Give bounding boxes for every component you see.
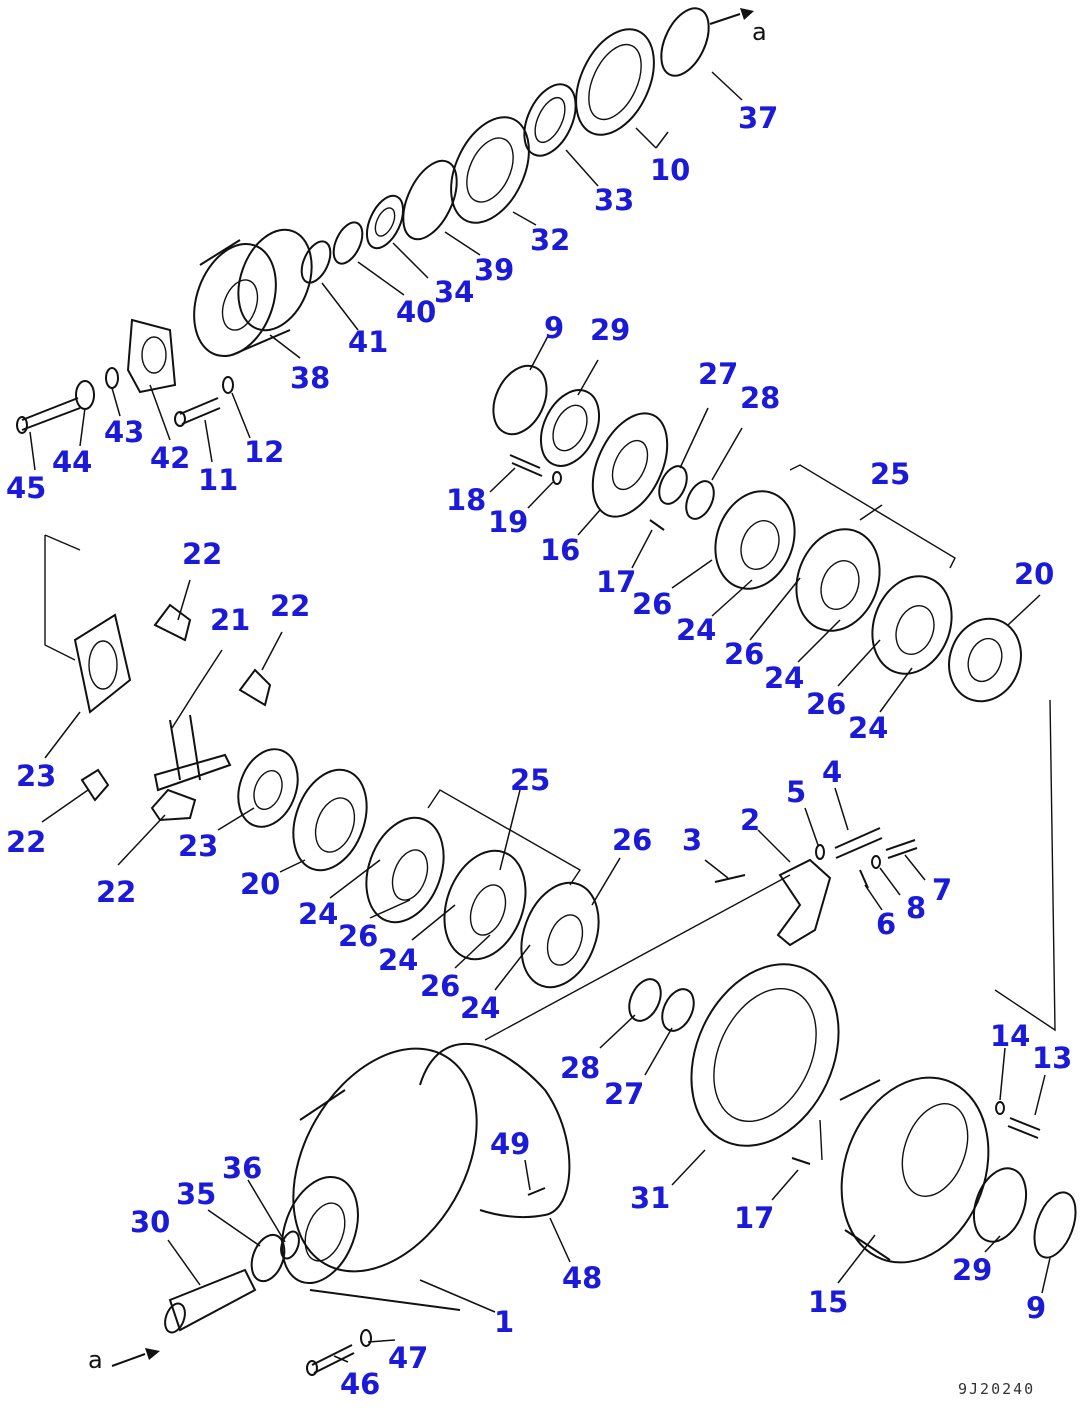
callout-43: 43 — [104, 415, 144, 449]
callout-26-f: 26 — [612, 823, 652, 857]
callout-8: 8 — [906, 891, 926, 925]
callout-44: 44 — [52, 445, 92, 479]
callout-24-a: 24 — [676, 613, 716, 647]
callout-29-lower: 29 — [952, 1253, 992, 1287]
callout-41: 41 — [348, 325, 388, 359]
callout-28-upper: 28 — [740, 381, 780, 415]
callout-33: 33 — [594, 183, 634, 217]
leader-lines — [29, 71, 1051, 1363]
callout-39: 39 — [474, 253, 514, 287]
callout-36: 36 — [222, 1151, 262, 1185]
reference-arrows — [111, 8, 754, 1367]
callout-24-c: 24 — [848, 711, 888, 745]
callout-26-d: 26 — [338, 919, 378, 953]
callout-6: 6 — [876, 907, 896, 941]
callout-20-lower: 20 — [240, 867, 280, 901]
arrow-label-bottom: a — [88, 1346, 103, 1374]
callout-28-lower: 28 — [560, 1051, 600, 1085]
callout-31: 31 — [630, 1181, 670, 1215]
arrow-head-top — [740, 8, 754, 20]
callout-46: 46 — [340, 1367, 380, 1401]
callout-27-upper: 27 — [698, 357, 738, 391]
callout-25-lower: 25 — [510, 763, 550, 797]
callout-26-c: 26 — [806, 687, 846, 721]
callout-32: 32 — [530, 223, 570, 257]
callout-40: 40 — [396, 295, 436, 329]
callout-14: 14 — [990, 1019, 1030, 1053]
callout-labels: 37 10 33 32 39 34 40 41 38 42 43 44 45 1… — [6, 18, 1072, 1401]
callout-42: 42 — [150, 441, 190, 475]
callout-26-b: 26 — [724, 637, 764, 671]
arrow-label-top: a — [752, 18, 767, 46]
callout-9-lower: 9 — [1026, 1291, 1046, 1325]
callout-34: 34 — [434, 275, 474, 309]
callout-38: 38 — [290, 361, 330, 395]
callout-37: 37 — [738, 101, 778, 135]
callout-24-e: 24 — [378, 943, 418, 977]
callout-23-center: 23 — [178, 829, 218, 863]
callout-21: 21 — [210, 603, 250, 637]
callout-2: 2 — [740, 803, 760, 837]
callout-16: 16 — [540, 533, 580, 567]
callout-26-e: 26 — [420, 969, 460, 1003]
callout-4: 4 — [822, 755, 842, 789]
callout-29-upper: 29 — [590, 313, 630, 347]
callout-35: 35 — [176, 1177, 216, 1211]
callout-1: 1 — [494, 1305, 514, 1339]
callout-9-upper: 9 — [544, 311, 564, 345]
arrow-head-bottom — [145, 1348, 160, 1360]
part-drawings — [16, 7, 1077, 1376]
callout-20-upper: 20 — [1014, 557, 1054, 591]
callout-26-a: 26 — [632, 587, 672, 621]
callout-18: 18 — [446, 483, 486, 517]
callout-10: 10 — [650, 153, 690, 187]
callout-48: 48 — [562, 1261, 602, 1295]
callout-24-f: 24 — [460, 991, 500, 1025]
callout-15: 15 — [808, 1285, 848, 1319]
callout-25-upper: 25 — [870, 457, 910, 491]
callout-30: 30 — [130, 1205, 170, 1239]
callout-17-upper: 17 — [596, 565, 636, 599]
callout-19: 19 — [488, 505, 528, 539]
callout-27-lower: 27 — [604, 1077, 644, 1111]
callout-22-d: 22 — [96, 875, 136, 909]
drawing-code: 9J20240 — [958, 1380, 1035, 1398]
callout-24-d: 24 — [298, 897, 338, 931]
callout-22-c: 22 — [6, 825, 46, 859]
callout-11: 11 — [198, 463, 238, 497]
callout-5: 5 — [786, 775, 806, 809]
callout-23-left: 23 — [16, 759, 56, 793]
callout-24-b: 24 — [764, 661, 804, 695]
callout-3: 3 — [682, 823, 702, 857]
callout-49: 49 — [490, 1127, 530, 1161]
callout-22-b: 22 — [270, 589, 310, 623]
callout-13: 13 — [1032, 1041, 1072, 1075]
callout-7: 7 — [932, 873, 952, 907]
callout-45: 45 — [6, 471, 46, 505]
callout-12: 12 — [244, 435, 284, 469]
callout-17-lower: 17 — [734, 1201, 774, 1235]
callout-47: 47 — [388, 1341, 428, 1375]
callout-22-a: 22 — [182, 537, 222, 571]
